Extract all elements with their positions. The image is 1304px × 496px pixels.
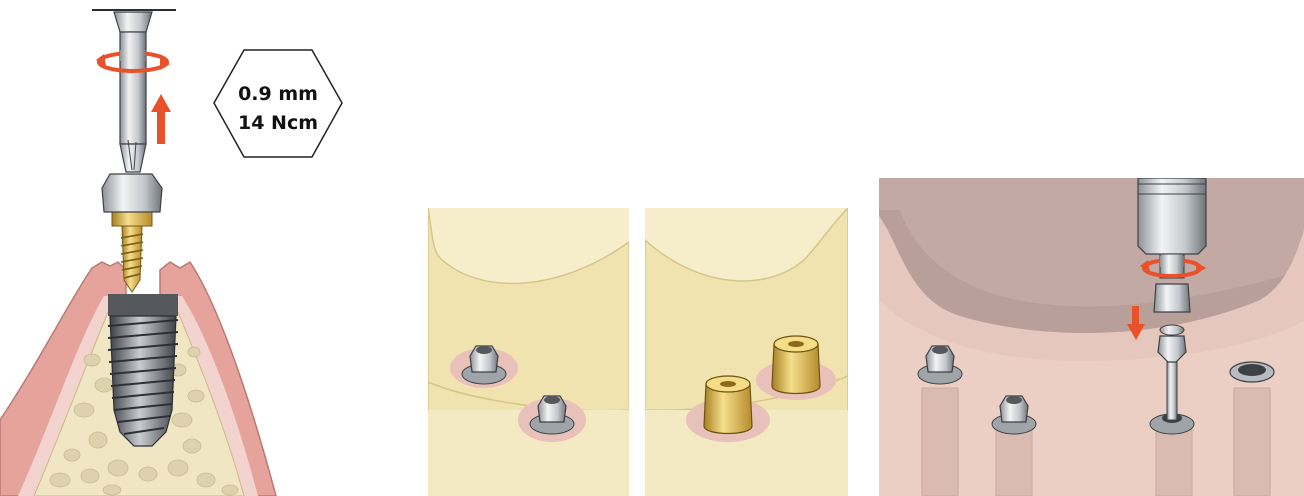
implant-opening (1230, 362, 1274, 382)
panel-jaw-abutments (428, 208, 629, 496)
panel-mouth-placement (879, 178, 1304, 496)
implant-fixture (108, 294, 178, 446)
screwdriver (92, 10, 176, 172)
panel-jaw-cylinders (645, 208, 848, 496)
panel-cross-section: 0.9 mm 14 Ncm (0, 10, 342, 496)
spec-torque: 14 Ncm (238, 112, 318, 134)
hexagon-badge-icon: 0.9 mm 14 Ncm (214, 50, 342, 157)
gold-cylinder (772, 336, 820, 394)
gold-cylinder (704, 376, 752, 434)
healing-abutment (102, 174, 162, 212)
up-arrow-icon (151, 94, 171, 144)
spec-gap: 0.9 mm (238, 83, 318, 105)
